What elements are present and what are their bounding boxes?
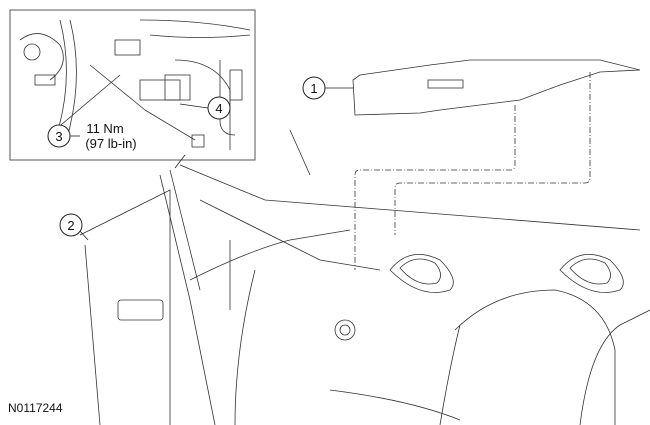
callout-1-label: 1 — [310, 81, 317, 96]
detail-inset-frame — [9, 9, 256, 161]
callout-3-label: 3 — [55, 129, 62, 144]
torque-metric: 11 Nm — [86, 121, 123, 136]
torque-imperial: (97 lb-in) — [85, 136, 136, 151]
callout-2-circle — [59, 213, 83, 237]
callout-2-label: 2 — [67, 218, 74, 233]
callout-4-label: 4 — [215, 101, 222, 116]
figure-id: N0117244 — [8, 401, 63, 415]
